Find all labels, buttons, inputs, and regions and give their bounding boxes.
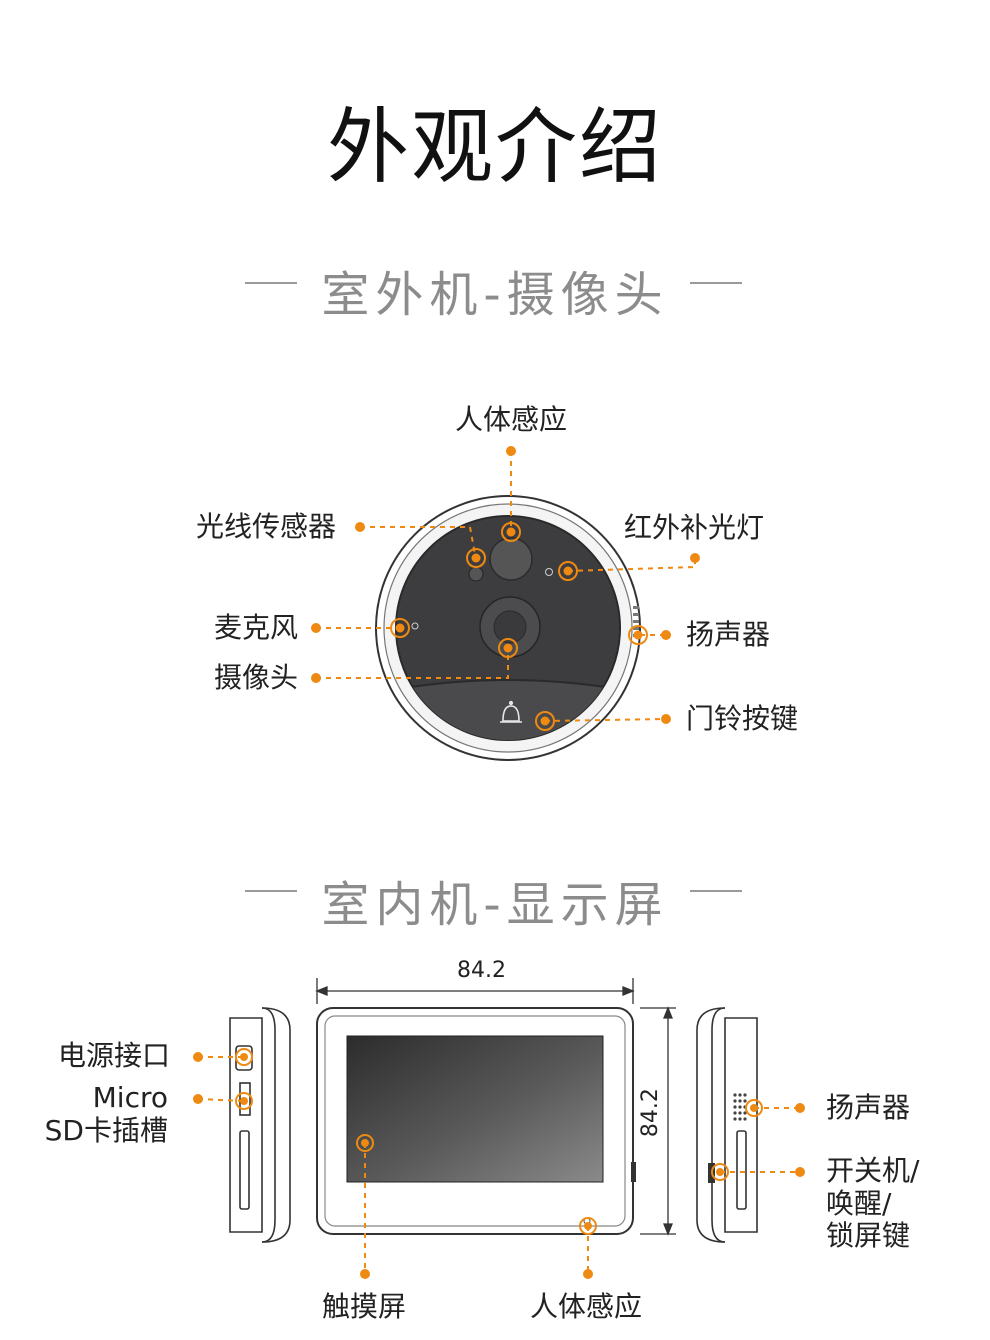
label-sd-line1: Micro xyxy=(92,1081,168,1114)
speaker-grille xyxy=(733,1093,747,1121)
label-power-line2: 唤醒/ xyxy=(826,1187,892,1220)
heading-right-rule xyxy=(690,890,742,892)
label-sd-line2: SD卡插槽 xyxy=(44,1114,168,1147)
heading-left-rule xyxy=(245,282,297,284)
label-light-sensor: 光线传感器 xyxy=(195,510,336,543)
indoor-heading: 室内机-显示屏 xyxy=(321,877,669,933)
indoor-front-view xyxy=(316,1007,636,1235)
indoor-callout-dots xyxy=(193,1048,805,1279)
label-doorbell: 门铃按键 xyxy=(686,702,799,735)
label-speaker-indoor: 扬声器 xyxy=(826,1091,911,1124)
heading-right-rule xyxy=(690,282,742,284)
label-speaker-outdoor: 扬声器 xyxy=(686,618,771,651)
label-camera: 摄像头 xyxy=(213,661,298,694)
label-power-line1: 开关机/ xyxy=(826,1154,920,1187)
label-mic: 麦克风 xyxy=(213,611,298,644)
label-ir-light: 红外补光灯 xyxy=(624,511,765,544)
label-touchscreen: 触摸屏 xyxy=(322,1290,407,1323)
outdoor-heading: 室外机-摄像头 xyxy=(321,267,669,323)
label-power-line3: 锁屏键 xyxy=(826,1219,911,1252)
heading-left-rule xyxy=(245,890,297,892)
callout-dots xyxy=(311,446,700,731)
bell-icon xyxy=(500,700,522,723)
indoor-leader-lines xyxy=(197,1056,800,1274)
outdoor-camera-device xyxy=(375,495,641,761)
indoor-left-side-view xyxy=(229,1007,291,1243)
dimension-width: 84.2 xyxy=(457,958,506,983)
label-pir-outdoor: 人体感应 xyxy=(455,403,568,436)
dimension-height: 84.2 xyxy=(637,1088,663,1138)
indoor-right-side-view xyxy=(696,1007,758,1243)
label-pir-indoor: 人体感应 xyxy=(530,1290,643,1323)
label-power-port: 电源接口 xyxy=(57,1039,170,1072)
dimension-lines xyxy=(315,978,676,1236)
page-title: 外观介绍 xyxy=(326,100,663,195)
